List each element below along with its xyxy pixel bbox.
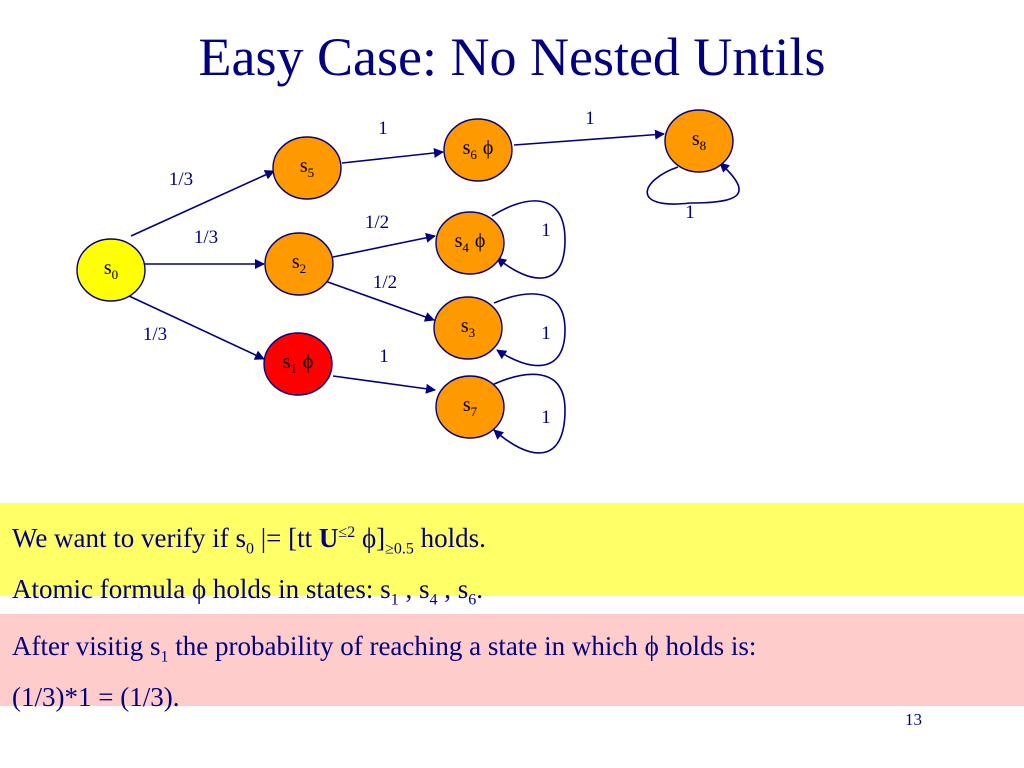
edge-label-s3-s3: 1 xyxy=(541,323,551,344)
edge-label-s0-s1: 1/3 xyxy=(143,324,167,345)
state-label-s3: s3 xyxy=(461,315,475,340)
atomic-text-a: Atomic formula ϕ holds in states: s xyxy=(12,574,391,605)
result-line-1: After visitig s1 the probability of reac… xyxy=(12,626,1024,677)
goal-text-d: holds. xyxy=(413,523,486,553)
state-label-s8: s8 xyxy=(692,128,706,153)
edge-label-s6-s8: 1 xyxy=(585,108,595,129)
state-node-s0: s0 xyxy=(76,238,146,302)
state-label-s5: s5 xyxy=(300,155,314,180)
goal-formula-line: We want to verify if s0 |= [tt U≤2 ϕ]≥0.… xyxy=(12,513,1024,569)
state-node-s3: s3 xyxy=(433,296,503,360)
state-circle-s1 xyxy=(263,332,333,396)
state-circle-s6 xyxy=(443,118,513,182)
state-node-s5: s5 xyxy=(272,136,342,200)
edge-s0-s1 xyxy=(128,295,265,360)
atomic-sub-1: 1 xyxy=(390,591,399,609)
edge-label-s2-s3: 1/2 xyxy=(373,272,397,293)
edge-s1-s7 xyxy=(332,375,436,394)
until-operator: U xyxy=(318,523,339,553)
result-text-a: After visitig s xyxy=(12,631,161,661)
state-node-s7: s7 xyxy=(435,375,505,439)
atomic-sub-6: 6 xyxy=(468,591,477,609)
atomic-text-b: , s xyxy=(398,574,430,605)
verification-goal-box: We want to verify if s0 |= [tt U≤2 ϕ]≥0.… xyxy=(0,503,1024,609)
goal-text-a: We want to verify if s xyxy=(12,523,247,553)
edge-label-s0-s5: 1/3 xyxy=(169,169,193,190)
state-node-s2: s2 xyxy=(264,232,334,296)
edge-s3-s3 xyxy=(493,293,566,367)
phi-symbol: ϕ xyxy=(303,351,314,373)
edge-s4-s4 xyxy=(491,200,566,279)
result-line-2: (1/3)*1 = (1/3). xyxy=(12,682,180,713)
atomic-text-c: , s xyxy=(437,574,469,605)
edge-label-s7-s7: 1 xyxy=(541,407,551,428)
result-sub-1: 1 xyxy=(160,648,169,666)
slide-title: Easy Case: No Nested Untils xyxy=(198,27,826,87)
state-circle-s8 xyxy=(664,109,734,173)
goal-text-b: |= [tt xyxy=(254,523,319,553)
edge-label-s2-s4: 1/2 xyxy=(365,212,389,233)
edge-s8-s8 xyxy=(646,162,740,205)
result-text-b: the probability of reaching a state in w… xyxy=(168,631,757,661)
edge-label-s8-s8: 1 xyxy=(685,202,695,223)
state-circle-s2 xyxy=(264,232,334,296)
edge-label-s5-s6: 1 xyxy=(378,118,388,139)
page-number: 13 xyxy=(905,710,922,729)
goal-sub-0: 0 xyxy=(246,540,255,558)
state-label-s0: s0 xyxy=(104,257,118,282)
edge-s2-s4 xyxy=(332,232,436,258)
state-circle-s0 xyxy=(76,238,146,302)
state-label-s7: s7 xyxy=(463,394,478,419)
state-label-s2: s2 xyxy=(292,251,306,276)
state-node-s8: s8 xyxy=(664,109,734,173)
edge-s0-s5 xyxy=(130,170,275,237)
state-circle-s4 xyxy=(435,211,505,275)
edge-s7-s7 xyxy=(491,373,566,454)
goal-text-c: ϕ] xyxy=(355,523,386,553)
probability-bound: ≥0.5 xyxy=(385,540,414,558)
until-bound: ≤2 xyxy=(338,524,356,541)
phi-symbol: ϕ xyxy=(483,137,494,159)
edge-s6-s8 xyxy=(513,129,665,146)
state-circle-s7 xyxy=(435,375,505,439)
edge-label-s0-s2: 1/3 xyxy=(194,227,218,248)
atomic-text-d: . xyxy=(476,574,483,605)
edge-s5-s6 xyxy=(341,148,444,164)
edge-label-s1-s7: 1 xyxy=(379,346,389,367)
edge-label-s4-s4: 1 xyxy=(541,220,551,241)
state-circle-s3 xyxy=(433,296,503,360)
edge-s2-s3 xyxy=(324,280,435,322)
probability-result-box: After visitig s1 the probability of reac… xyxy=(0,614,1024,712)
atomic-sub-4: 4 xyxy=(429,591,438,609)
state-circle-s5 xyxy=(272,136,342,200)
phi-symbol: ϕ xyxy=(475,230,486,252)
atomic-formula-line: Atomic formula ϕ holds in states: s1 , s… xyxy=(12,569,1024,620)
